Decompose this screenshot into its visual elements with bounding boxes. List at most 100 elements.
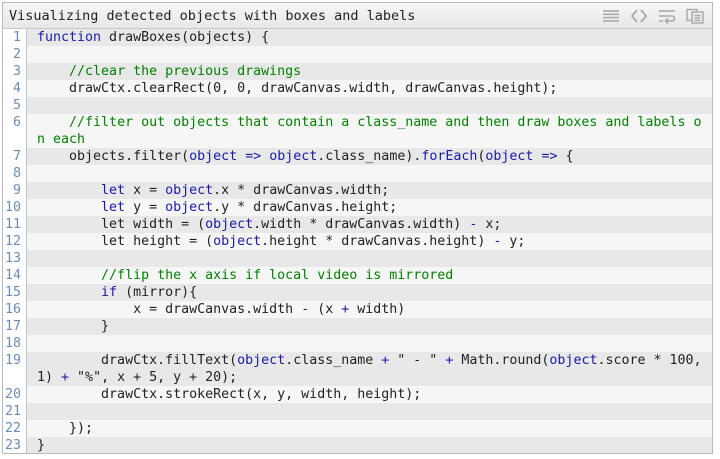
code-token: //flip the x axis if local video is mirr…: [101, 268, 454, 283]
line-number: 3: [3, 63, 27, 80]
code-line: 14 //flip the x axis if local video is m…: [3, 267, 712, 284]
line-number: 14: [3, 267, 27, 284]
code-token: .width * drawCanvas.width): [253, 217, 470, 232]
line-number: 4: [3, 80, 27, 97]
line-number: 12: [3, 233, 27, 250]
code-token: object: [485, 149, 534, 164]
code-token: x;: [477, 217, 502, 232]
code-token: -: [493, 234, 502, 249]
code-token: .height * drawCanvas.height): [261, 234, 494, 249]
code-token: =>: [541, 149, 558, 164]
code-token: [37, 268, 101, 283]
code-token: object: [165, 200, 214, 215]
code-line: 7 objects.filter(object => object.class_…: [3, 148, 712, 165]
code-token: object: [237, 353, 286, 368]
code-line: 15 if (mirror){: [3, 284, 712, 301]
line-number: 23: [3, 437, 27, 453]
code-token: object: [549, 353, 598, 368]
line-number: 10: [3, 199, 27, 216]
code-token: function: [37, 30, 102, 45]
code-token: object: [189, 149, 238, 164]
code-token: "%", x + 5, y + 20);: [69, 370, 238, 385]
code-text: [27, 46, 712, 63]
code-token: let: [101, 200, 126, 215]
line-number: 22: [3, 420, 27, 437]
code-token: [237, 149, 245, 164]
code-token: -: [301, 302, 310, 317]
code-block-title: Visualizing detected objects with boxes …: [9, 7, 416, 24]
code-text: drawCtx.strokeRect(x, y, width, height);: [27, 386, 712, 403]
code-text: });: [27, 420, 712, 437]
line-number: 13: [3, 250, 27, 267]
wrap-lines-icon[interactable]: [658, 8, 676, 24]
code-text: [27, 165, 712, 182]
code-block: Visualizing detected objects with boxes …: [2, 2, 713, 454]
code-text: [27, 335, 712, 352]
line-number: 17: [3, 318, 27, 335]
line-number: 1: [3, 29, 27, 46]
code-line: 17 }: [3, 318, 712, 335]
line-number: 19: [3, 352, 27, 386]
code-text: objects.filter(object => object.class_na…: [27, 148, 712, 165]
code-token: let height = (: [37, 234, 214, 249]
code-line: 16 x = drawCanvas.width - (x + width): [3, 301, 712, 318]
code-token: x =: [125, 183, 166, 198]
code-token: (mirror){: [117, 285, 198, 300]
code-text: drawCtx.clearRect(0, 0, drawCanvas.width…: [27, 80, 712, 97]
code-line: 19 drawCtx.fillText(object.class_name + …: [3, 352, 712, 386]
code-line: 5: [3, 97, 712, 114]
code-token: object: [269, 149, 318, 164]
view-source-icon[interactable]: [602, 8, 620, 24]
line-number: 8: [3, 165, 27, 182]
code-token: object: [213, 234, 262, 249]
code-line: 12 let height = (object.height * drawCan…: [3, 233, 712, 250]
code-text: //flip the x axis if local video is mirr…: [27, 267, 712, 284]
code-block-header: Visualizing detected objects with boxes …: [3, 3, 712, 29]
line-number: 11: [3, 216, 27, 233]
code-brackets-icon[interactable]: [630, 8, 648, 24]
code-text: //filter out objects that contain a clas…: [27, 114, 712, 148]
code-token: (: [477, 149, 486, 164]
line-number: 18: [3, 335, 27, 352]
code-line: 20 drawCtx.strokeRect(x, y, width, heigh…: [3, 386, 712, 403]
code-text: }: [27, 437, 712, 453]
code-token: objects.filter(: [37, 149, 190, 164]
code-text: if (mirror){: [27, 284, 712, 301]
code-line: 6 //filter out objects that contain a cl…: [3, 114, 712, 148]
code-token: }: [37, 319, 110, 334]
code-token: }: [37, 438, 46, 453]
code-token: +: [381, 353, 390, 368]
code-token: (x: [309, 302, 342, 317]
code-line: 13: [3, 250, 712, 267]
code-token: y =: [125, 200, 166, 215]
code-token: if: [101, 285, 118, 300]
code-text: [27, 403, 712, 420]
code-text: drawCtx.fillText(object.class_name + " -…: [27, 352, 712, 386]
code-token: });: [37, 421, 94, 436]
code-token: .x * drawCanvas.width;: [213, 183, 390, 198]
code-text: [27, 97, 712, 114]
code-text: }: [27, 318, 712, 335]
code-text: let height = (object.height * drawCanvas…: [27, 233, 712, 250]
line-number: 9: [3, 182, 27, 199]
code-token: -: [469, 217, 478, 232]
code-token: [37, 183, 101, 198]
code-token: [37, 200, 101, 215]
code-token: .class_name).: [317, 149, 422, 164]
line-number: 7: [3, 148, 27, 165]
code-token: width): [349, 302, 406, 317]
code-text: x = drawCanvas.width - (x + width): [27, 301, 712, 318]
code-line: 21: [3, 403, 712, 420]
code-token: +: [61, 370, 70, 385]
code-line: 11 let width = (object.width * drawCanva…: [3, 216, 712, 233]
code-line: 4 drawCtx.clearRect(0, 0, drawCanvas.wid…: [3, 80, 712, 97]
code-token: let: [101, 183, 126, 198]
code-text: let width = (object.width * drawCanvas.w…: [27, 216, 712, 233]
copy-icon[interactable]: [686, 8, 704, 24]
code-token: Math.round(: [453, 353, 550, 368]
code-token: y;: [501, 234, 526, 249]
code-line: 9 let x = object.x * drawCanvas.width;: [3, 182, 712, 199]
code-token: x = drawCanvas.width: [37, 302, 302, 317]
code-token: [37, 64, 69, 79]
